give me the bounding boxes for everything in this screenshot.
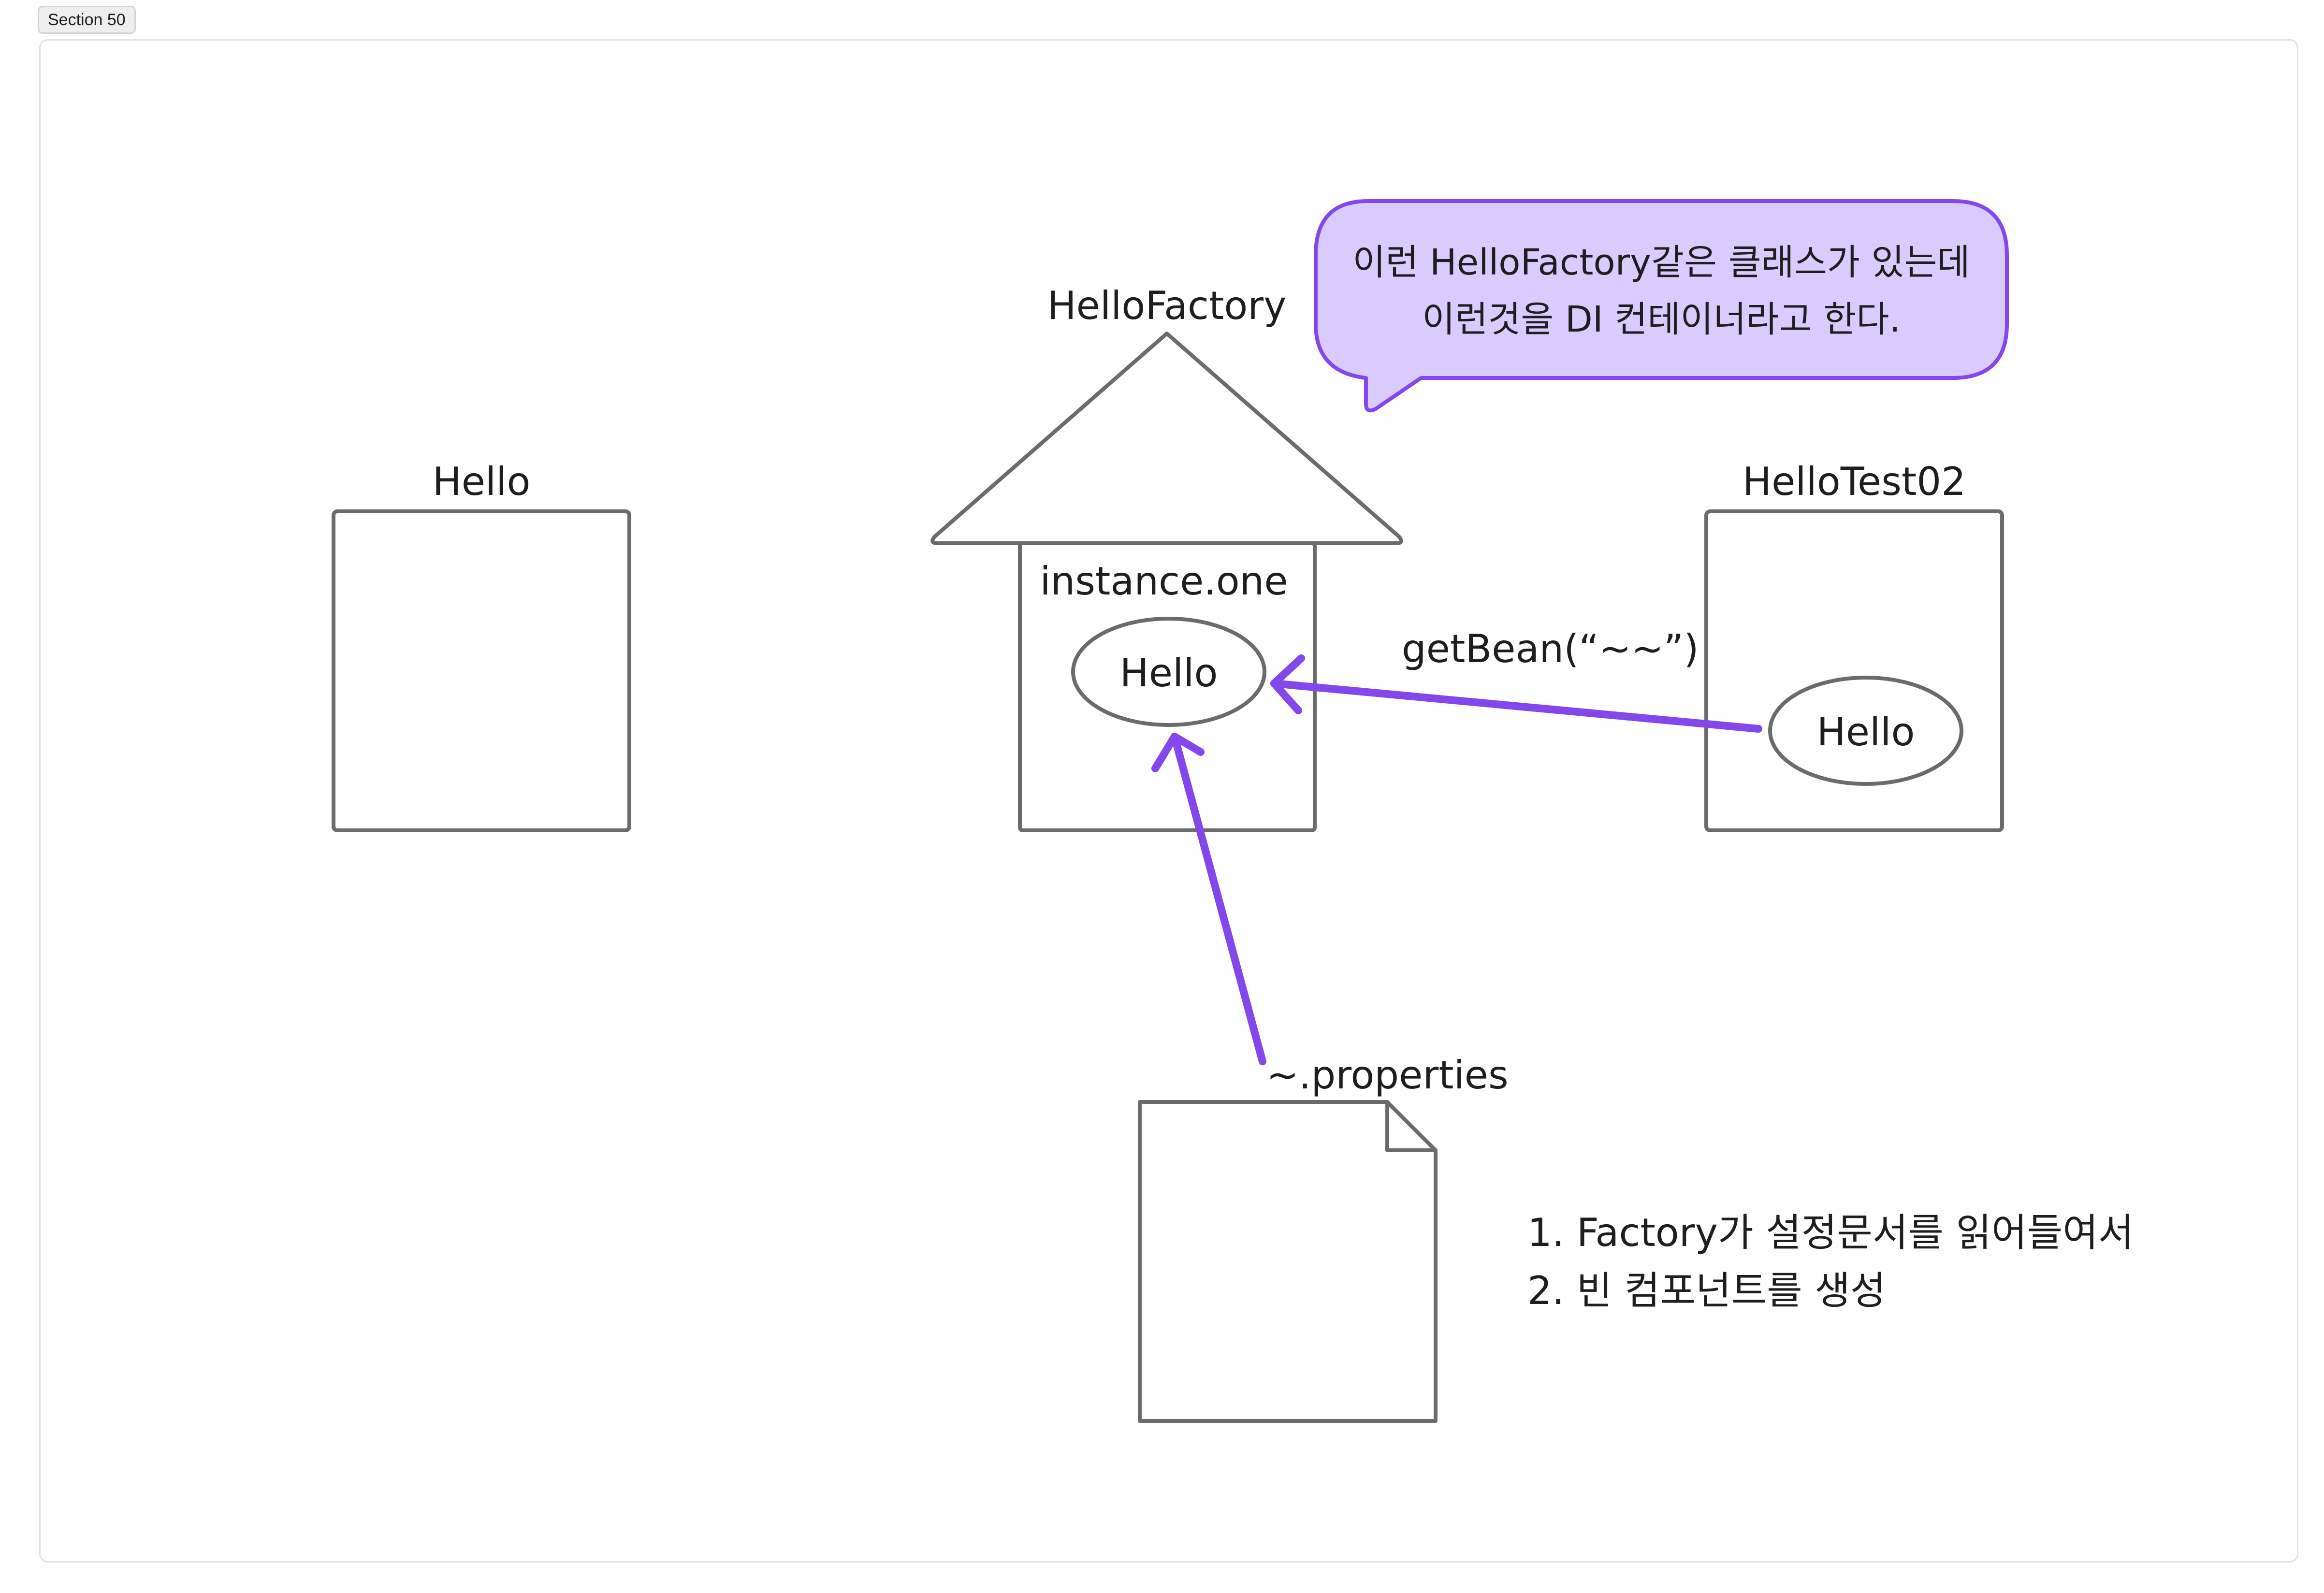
properties-file-fold [1385,1102,1436,1152]
properties-file-node[interactable]: ~.properties [1138,1053,1509,1423]
hello-test-node[interactable]: HelloTest02 Hello [1704,459,2004,832]
instance-one-label: instance.one [1040,559,1288,604]
properties-arrow-head [1151,733,1205,772]
di-container-callout[interactable]: 이런 HelloFactory같은 클래스가 있는데 이런것을 DI 컨테이너라… [1314,199,2009,413]
hello-test-label: HelloTest02 [1743,459,1966,504]
hello-class-box [332,509,631,832]
get-bean-arrow-line [1270,680,1762,733]
hello-factory-label: HelloFactory [1047,283,1287,328]
note-line-2: 2. 빈 컴포넌트를 생성 [1527,1268,1886,1313]
properties-file-label: ~.properties [1266,1053,1509,1098]
callout-bubble [1314,199,2009,413]
get-bean-edge[interactable]: getBean(“~~”) [1270,626,1762,733]
test-hello-ellipse [1768,676,1963,786]
note-line-1: 1. Factory가 설정문서를 읽어들여서 [1527,1210,2134,1255]
factory-hello-text: Hello [1120,651,1218,695]
get-bean-arrow-head [1270,654,1305,714]
hello-class-label: Hello [433,459,531,504]
callout-line-2: 이런것을 DI 컨테이너라고 한다. [1422,299,1901,340]
hello-factory-node[interactable]: HelloFactory instance.one Hello [930,283,1403,832]
properties-edge[interactable] [1151,733,1266,1065]
get-bean-label: getBean(“~~”) [1402,626,1699,671]
hello-test-box [1704,509,2004,832]
hello-class-node[interactable]: Hello [332,459,631,832]
section-label: Section 50 [38,6,136,34]
properties-arrow-line [1171,733,1266,1065]
factory-hello-ellipse [1071,617,1266,727]
process-notes: 1. Factory가 설정문서를 읽어들여서 2. 빈 컴포넌트를 생성 [1527,1210,2134,1313]
test-hello-text: Hello [1817,710,1915,754]
callout-line-1: 이런 HelloFactory같은 클래스가 있는데 [1352,242,1970,283]
properties-file-icon [1138,1100,1438,1423]
